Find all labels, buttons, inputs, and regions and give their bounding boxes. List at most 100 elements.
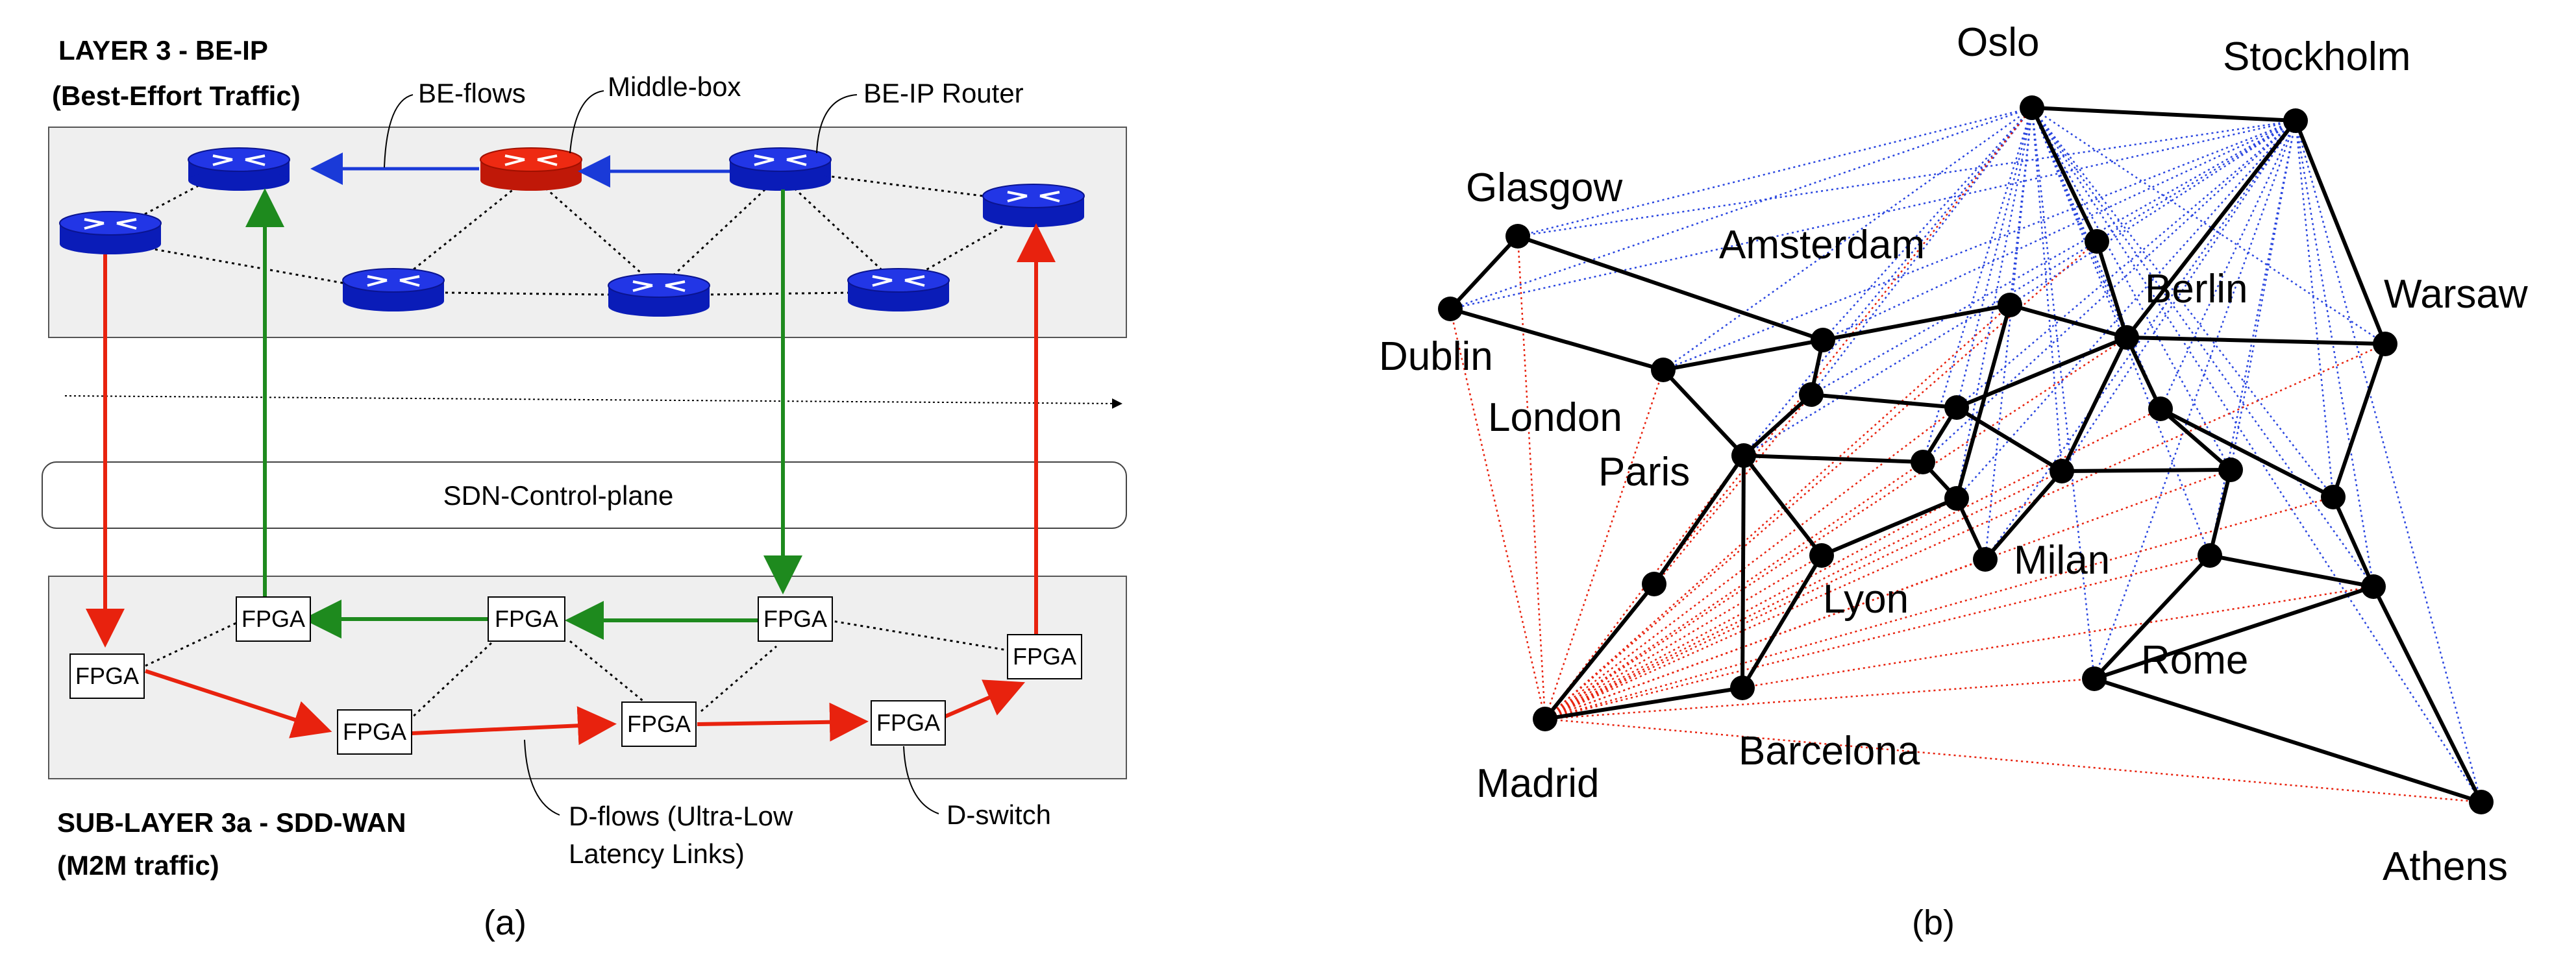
city-node-n-i xyxy=(2218,457,2243,482)
d-flows-leader xyxy=(524,739,560,816)
city-label-glasgow: Glasgow xyxy=(1466,165,1622,210)
sdn-control-plane xyxy=(42,461,1127,529)
overlay-link-blue xyxy=(1743,107,2033,456)
overlay-link-red xyxy=(1544,554,1822,720)
fpga-node-2-label: FPGA xyxy=(242,605,305,632)
overlay-link-blue xyxy=(1822,107,2033,341)
city-node-n-f xyxy=(2085,229,2109,254)
overlay-link-red xyxy=(1544,496,2334,720)
city-label-barcelona: Barcelona xyxy=(1739,729,1920,774)
fpga-node-7: FPGA xyxy=(621,701,697,747)
fpga-node-4-label: FPGA xyxy=(763,605,827,632)
layer3-title: LAYER 3 - BE-IP xyxy=(58,35,268,66)
city-node-n-b xyxy=(1944,395,1969,420)
middle-box xyxy=(479,147,583,192)
city-node-n-j xyxy=(1642,572,1666,596)
city-label-rome: Rome xyxy=(2141,638,2248,683)
overlay-link-red xyxy=(1544,408,2161,720)
router-bottom-right xyxy=(847,267,950,313)
overlay-link-blue xyxy=(1811,119,2296,396)
city-node-n-m xyxy=(2361,574,2386,599)
backbone-link xyxy=(2061,468,2231,473)
fpga-node-3-label: FPGA xyxy=(495,605,558,632)
backbone-link xyxy=(1820,496,1958,557)
city-label-athens: Athens xyxy=(2383,844,2508,889)
backbone-link xyxy=(2294,119,2387,345)
backbone-link xyxy=(2208,469,2233,556)
overlay-link-red xyxy=(1544,470,2062,720)
fpga-mesh-links xyxy=(145,619,1008,722)
backbone-link xyxy=(2125,119,2297,339)
city-node-n-d xyxy=(1944,486,1969,511)
d-flow-arrow-4 xyxy=(944,679,1026,718)
city-node-n-a xyxy=(1799,382,1824,407)
city-label-paris: Paris xyxy=(1598,450,1690,494)
sublayer-subtitle: (M2M traffic) xyxy=(57,850,219,881)
city-node-milan xyxy=(1973,547,1998,572)
backbone-link xyxy=(2094,677,2482,804)
backbone-link xyxy=(1450,307,1664,372)
overlay-link-red xyxy=(1517,236,1546,720)
city-label-london: London xyxy=(1488,395,1622,440)
overlay-link-blue xyxy=(1663,119,2296,371)
overlay-link-blue xyxy=(1984,107,2033,560)
backbone-link xyxy=(1517,234,1824,342)
backbone-link xyxy=(2060,336,2129,472)
city-label-berlin: Berlin xyxy=(2145,267,2248,311)
d-switch-label: D-switch xyxy=(947,799,1051,830)
router-bottom-mid xyxy=(607,273,711,318)
city-node-n-e xyxy=(1998,293,2022,317)
backbone-link xyxy=(1663,338,1824,372)
city-node-rome xyxy=(2082,666,2107,691)
city-node-amsterdam xyxy=(1811,328,1835,352)
caption-a: (a) xyxy=(484,903,526,942)
city-node-berlin xyxy=(2114,325,2139,350)
sdn-control-plane-label: SDN-Control-plane xyxy=(443,480,674,511)
overlay-link-blue xyxy=(1517,119,2296,238)
backbone-link xyxy=(1652,454,1746,585)
backbone-link xyxy=(2125,336,2162,410)
fpga-node-7-label: FPGA xyxy=(627,711,691,737)
d-flows-label-line2: Latency Links) xyxy=(569,838,745,869)
city-node-paris xyxy=(1731,443,1756,468)
city-node-n-l xyxy=(2198,543,2222,568)
panel-b: Oslo Stockholm Glasgow Amsterdam Berlin … xyxy=(1379,20,2528,942)
backbone-link xyxy=(2094,585,2374,681)
layer3-subtitle: (Best-Effort Traffic) xyxy=(52,80,301,111)
city-node-barcelona xyxy=(1730,676,1755,700)
city-node-athens xyxy=(2469,790,2494,814)
d-switch-leader xyxy=(903,746,939,814)
d-flows-label-line1: D-flows (Ultra-Low xyxy=(569,801,793,831)
city-node-glasgow xyxy=(1505,224,1530,249)
overlay-link-blue xyxy=(2031,107,2063,472)
overlay-link-blue xyxy=(1922,107,2033,463)
overlay-link-blue xyxy=(1450,106,2033,310)
overlay-link-blue xyxy=(2031,107,2334,498)
backbone-link xyxy=(2159,407,2334,499)
middle-box-label: Middle-box xyxy=(608,71,741,102)
sublayer-title: SUB-LAYER 3a - SDD-WAN xyxy=(57,807,406,838)
overlay-link-blue xyxy=(2031,107,2483,803)
backbone-link xyxy=(1740,455,1746,689)
fpga-node-1: FPGA xyxy=(69,653,145,699)
backbone-link xyxy=(1955,406,2063,473)
backbone-link xyxy=(2031,106,2296,123)
overlay-link-blue xyxy=(2294,120,2483,803)
overlay-link-red xyxy=(1544,369,1665,720)
sublayer-plane xyxy=(48,576,1127,779)
backbone-link xyxy=(1811,393,1957,409)
city-label-stockholm: Stockholm xyxy=(2223,34,2410,79)
overlay-link-blue xyxy=(2209,120,2297,556)
overlay-link-blue xyxy=(1822,119,2296,341)
fpga-node-6-label: FPGA xyxy=(343,718,406,745)
backbone-link xyxy=(1742,454,1824,557)
overlay-link-blue xyxy=(2031,107,2375,587)
overlay-link-blue xyxy=(2093,120,2297,679)
fpga-node-5: FPGA xyxy=(1007,634,1082,679)
overlay-link-blue xyxy=(2031,106,2386,345)
backbone-link xyxy=(1743,454,1924,464)
city-label-oslo: Oslo xyxy=(1957,20,2039,65)
city-node-madrid xyxy=(1533,707,1557,731)
city-nodes xyxy=(1438,95,2494,814)
fpga-node-5-label: FPGA xyxy=(1013,643,1076,670)
